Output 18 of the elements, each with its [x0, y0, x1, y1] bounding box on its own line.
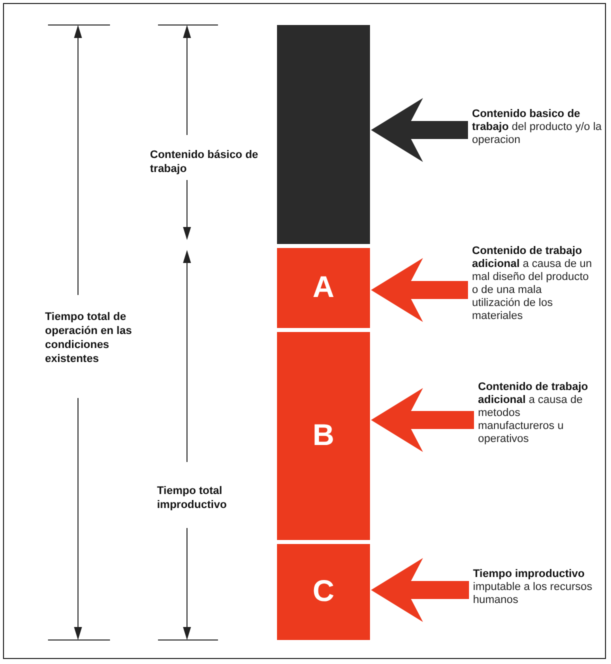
segment-letter: C: [312, 575, 334, 609]
arrow: [371, 558, 469, 622]
segment-letter: A: [312, 271, 334, 305]
bar-segment: [277, 248, 370, 328]
callout-text: Tiempo improductivo imputable a los recursos humanos: [473, 568, 607, 607]
dimension-label: Tiempo total improductivo: [157, 484, 228, 512]
arrow: [371, 258, 468, 322]
bar-segment: [277, 544, 370, 640]
bar-segment: [277, 25, 370, 244]
bar-segment: [277, 332, 370, 540]
arrow: [371, 98, 468, 162]
dimension-label: Contenido básico de trabajo: [150, 148, 260, 176]
callout-text: Contenido de trabajo adicional a causa de un mal diseño del producto o de una mala utilización de los materiales: [472, 245, 592, 323]
arrow: [371, 388, 474, 452]
dimension-label: Tiempo total de operación en las condiciones existentes: [45, 310, 133, 366]
callout-text: Contenido basico de trabajo del producto y/o la operacion: [472, 108, 602, 147]
segment-letter: B: [312, 419, 334, 453]
callout-text: Contenido de trabajo adicional a causa de metodos manufactureros u operativos: [478, 381, 598, 446]
